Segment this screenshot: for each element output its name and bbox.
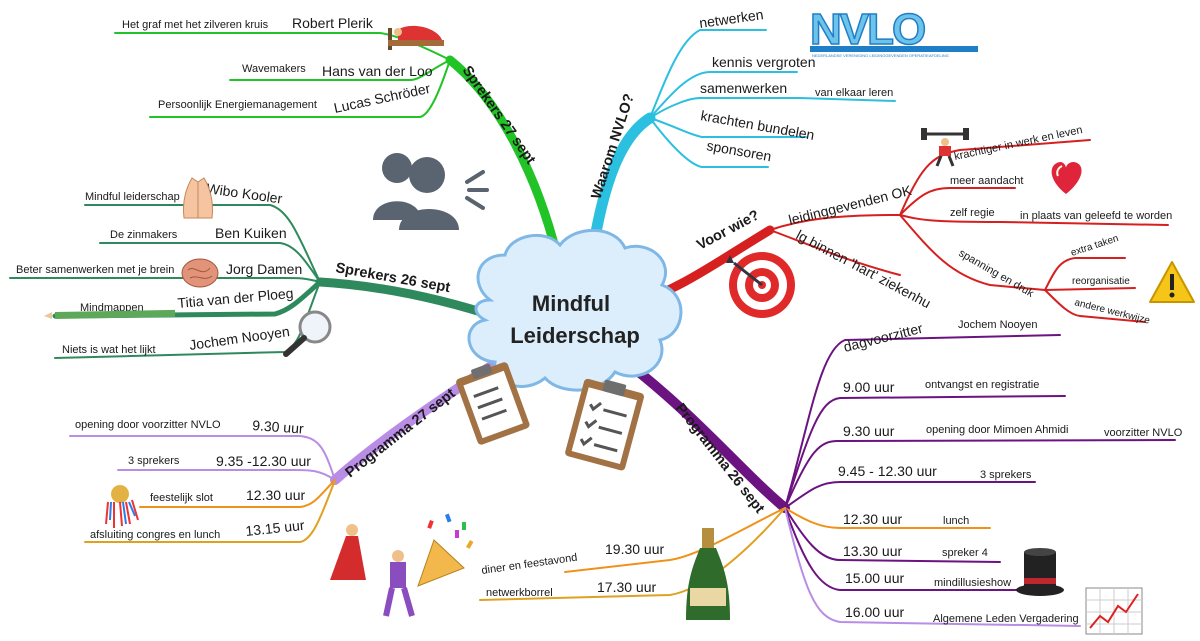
clipboard-icon (565, 378, 644, 471)
speaker-name: Ben Kuiken (215, 225, 287, 241)
waarom-item: sponsoren (705, 137, 772, 164)
program-time: dagvoorzitter (842, 320, 925, 355)
magnifier-icon (283, 310, 332, 357)
brain-icon (181, 258, 219, 288)
dancers-icon (330, 524, 415, 617)
programma27-items: 9.30 uur opening door voorzitter NVLO 9.… (75, 417, 311, 541)
program-desc: feestelijk slot (150, 492, 213, 504)
speaker-talk: Het graf met het zilveren kruis (122, 19, 269, 31)
sprekers27-items: Robert Plerik Het graf met het zilveren … (122, 15, 433, 116)
nvlo-logo: NVLO NEDERLANDSE VERENIGING LEIDINGGEVEN… (809, 4, 978, 58)
program-time: 19.30 uur (605, 541, 664, 557)
speaker-talk: Mindful leiderschap (85, 191, 180, 203)
voorwie-leidinggevenden: leidinggevenden OK (787, 182, 914, 228)
program-desc: diner en feestavond (481, 552, 578, 577)
voorwie-spanning-sub: reorganisatie (1072, 276, 1130, 287)
pencil-icon (44, 309, 176, 319)
voorwie-items: leidinggevenden OK lg binnen 'hart' ziek… (787, 124, 1172, 327)
top-hat-icon (1016, 548, 1064, 596)
voorwie-lg: lg binnen 'hart' ziekenhu (794, 227, 934, 312)
program-time: 9.45 - 12.30 uur (838, 463, 937, 479)
program-time: 13.30 uur (843, 543, 902, 559)
branch-programma27-label: Programma 27 sept (343, 386, 459, 482)
speaker-name: Titia van der Ploeg (177, 285, 294, 311)
title-line-2: Leiderschap (510, 323, 640, 348)
program-time: 16.00 uur (845, 604, 904, 620)
branch-programma26-label: Programma 26 sept (672, 401, 768, 517)
speaker-talk: Persoonlijk Energiemanagement (158, 99, 317, 111)
confetti-icon (105, 485, 139, 528)
program-desc: opening door Mimoen Ahmidi (926, 424, 1068, 436)
heart-icon (1051, 162, 1082, 194)
people-talking-icon (373, 153, 489, 230)
voorwie-spanning-sub: andere werkwijze (1073, 297, 1151, 326)
speaker-name: Jochem Nooyen (188, 323, 290, 353)
program-time: 12.30 uur (246, 487, 305, 503)
waarom-sub-item: van elkaar leren (815, 87, 893, 99)
speaker-talk: Niets is wat het lijkt (62, 344, 156, 356)
program-desc: Algemene Leden Vergadering (933, 613, 1079, 625)
bed-icon (388, 25, 444, 50)
voorwie-sub: zelf regie (950, 207, 995, 219)
voorwie-sub: spanning en druk (957, 247, 1037, 300)
program-time: 9.00 uur (843, 379, 895, 395)
branch-sprekers27-lines (114, 32, 565, 273)
program-time: 9.35 -12.30 uur (216, 453, 311, 469)
program-time: 9.30 uur (843, 423, 895, 439)
branch-programma26-lines (479, 334, 1176, 627)
program-desc: ontvangst en registratie (925, 379, 1039, 391)
speaker-talk: Beter samenwerken met je brein (16, 264, 174, 276)
program-desc: 3 sprekers (128, 455, 180, 467)
speaker-name: Jorg Damen (226, 261, 302, 277)
speaker-name: Wibo Kooler (206, 180, 284, 207)
speaker-name: Robert Plerik (292, 15, 374, 31)
waarom-item: kennis vergroten (712, 54, 816, 70)
champagne-icon (686, 528, 730, 620)
program-desc: lunch (943, 515, 969, 527)
logo-subtitle: NEDERLANDSE VERENIGING LEIDINGGEVENDEN O… (812, 53, 949, 58)
weightlifter-icon (921, 128, 969, 167)
voorwie-spanning-sub: extra taken (1070, 233, 1120, 259)
central-cloud (467, 228, 683, 392)
program-time: 15.00 uur (845, 570, 904, 586)
program-desc: 3 sprekers (980, 469, 1032, 481)
confetti-icon (427, 513, 474, 549)
speaker-name: Lucas Schröder (332, 80, 432, 116)
voorwie-sub: meer aandacht (950, 175, 1023, 187)
speaker-talk: Wavemakers (242, 63, 306, 75)
chart-icon (1085, 587, 1143, 635)
branch-sprekers27-label: Sprekers 27 sept (459, 63, 539, 167)
target-icon (726, 252, 795, 318)
programma26-items: dagvoorzitter Jochem Nooyen 9.00 uur ont… (481, 319, 1183, 625)
sprekers26-items: Wibo Kooler Mindful leiderschap Ben Kuik… (16, 180, 302, 356)
voorwie-sub-detail: in plaats van geleefd te worden (1020, 210, 1172, 222)
program-time: 9.30 uur (252, 417, 305, 437)
branch-voorwie-label: Voor wie? (694, 207, 762, 253)
program-desc: spreker 4 (942, 547, 988, 559)
clipboard-icon (456, 362, 530, 445)
waarom-item: netwerken (698, 6, 764, 31)
warning-icon (1149, 261, 1195, 303)
program-extra: voorzitter NVLO (1104, 427, 1183, 439)
program-desc: afsluiting congres en lunch (90, 529, 220, 541)
waarom-item: samenwerken (700, 80, 787, 96)
program-desc: mindillusieshow (934, 577, 1011, 589)
party-popper-icon (417, 539, 465, 587)
program-desc: opening door voorzitter NVLO (75, 419, 221, 431)
voorwie-sub: krachtiger in werk en leven (953, 124, 1083, 163)
speaker-talk: De zinmakers (110, 229, 178, 241)
program-desc: netwerkborrel (486, 587, 553, 599)
praying-hands-icon (183, 177, 213, 219)
program-desc: Jochem Nooyen (958, 319, 1038, 331)
program-time: 13.15 uur (245, 517, 306, 539)
title-line-1: Mindful (532, 291, 610, 316)
program-time: 17.30 uur (597, 579, 656, 595)
speaker-name: Hans van der Loo (322, 63, 433, 79)
program-time: 12.30 uur (843, 511, 902, 527)
